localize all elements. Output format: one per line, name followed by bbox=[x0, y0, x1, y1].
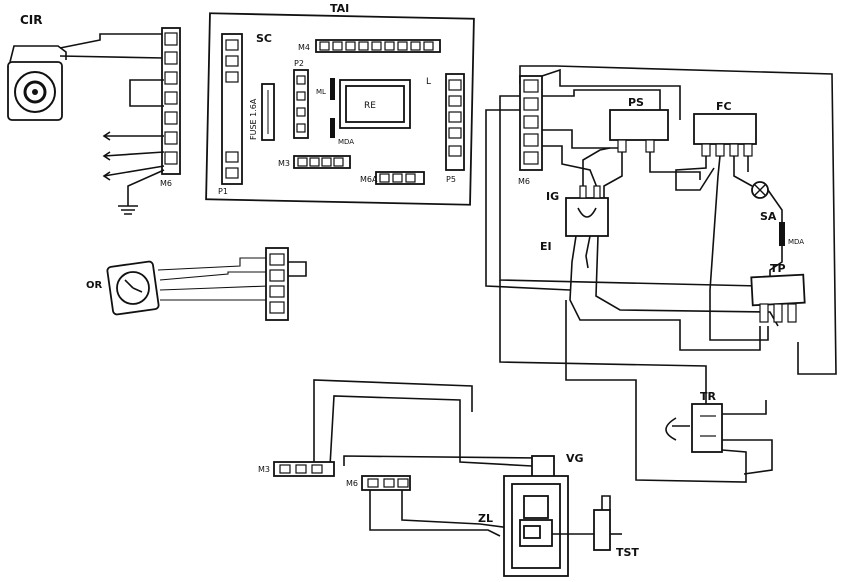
circulator-pump bbox=[7, 33, 165, 121]
right-circuit bbox=[485, 65, 837, 483]
mda-board-label: MDA bbox=[338, 138, 354, 146]
m6-right-label: M6 bbox=[518, 177, 530, 186]
tai-label: TAI bbox=[330, 2, 349, 15]
mda-right-label: MDA bbox=[788, 238, 804, 246]
gas-valve-circuit bbox=[273, 379, 622, 577]
fc-label: FC bbox=[716, 100, 732, 113]
ps-label: PS bbox=[628, 96, 644, 109]
l-label: L bbox=[426, 77, 431, 87]
p5-label: P5 bbox=[446, 175, 456, 184]
ig-label: IG bbox=[546, 190, 559, 203]
fuse-label: FUSE 1.6A bbox=[249, 98, 258, 140]
sa-label: SA bbox=[760, 210, 777, 223]
ei-label: EI bbox=[540, 240, 552, 253]
tp-label: TP bbox=[770, 262, 786, 275]
sc-label: SC bbox=[256, 32, 272, 45]
m3-bottom-label: M3 bbox=[258, 465, 270, 474]
vg-label: VG bbox=[566, 452, 584, 465]
terminal-block-or bbox=[265, 247, 307, 321]
or-label: OR bbox=[86, 280, 103, 291]
p1-label: P1 bbox=[218, 187, 228, 196]
p2-label: P2 bbox=[294, 59, 304, 68]
tai-board bbox=[205, 12, 475, 206]
re-label: RE bbox=[364, 101, 376, 111]
m6a-label: M6A bbox=[360, 175, 378, 184]
m3-label: M3 bbox=[278, 159, 290, 168]
m6-bottom-label: M6 bbox=[346, 479, 358, 488]
zl-label: ZL bbox=[478, 512, 493, 525]
tr-label: TR bbox=[700, 390, 717, 403]
timer-clock bbox=[106, 257, 269, 316]
tst-label: TST bbox=[616, 546, 639, 559]
m6-left-label: M6 bbox=[160, 179, 172, 188]
m4-label: M4 bbox=[298, 43, 310, 52]
terminal-block-m6-left bbox=[102, 27, 181, 215]
cir-label: CIR bbox=[20, 13, 43, 27]
ml-label: ML bbox=[316, 88, 326, 96]
